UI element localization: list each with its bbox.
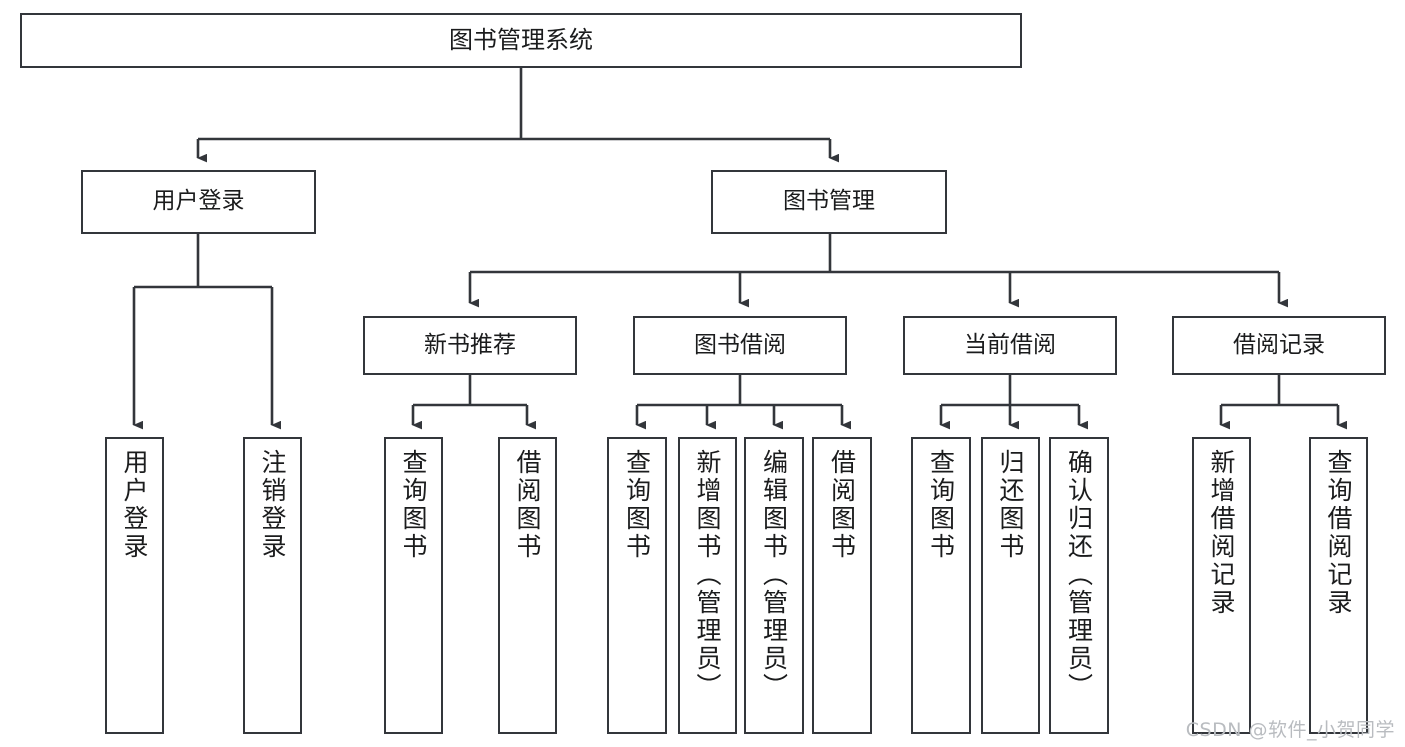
node-label: 确认归还（管理员）	[1064, 449, 1094, 701]
node-label: 用户登录	[152, 188, 245, 215]
leaf-book-borrow-edit-book-admin[interactable]: 编辑图书（管理员）	[744, 437, 804, 734]
leaf-user-login-logout[interactable]: 注销登录	[243, 437, 302, 734]
node-label: 借阅图书	[827, 449, 857, 561]
node-label: 新增借阅记录	[1207, 449, 1236, 617]
node-label: 借阅图书	[513, 449, 542, 561]
leaf-borrow-record-query-record[interactable]: 查询借阅记录	[1309, 437, 1368, 734]
leaf-user-login-login[interactable]: 用户登录	[105, 437, 164, 734]
node-label: 新书推荐	[424, 331, 516, 358]
node-book-management[interactable]: 图书管理	[711, 170, 947, 234]
node-label: 注销登录	[258, 449, 287, 561]
node-root-book-management-system[interactable]: 图书管理系统	[20, 13, 1022, 68]
node-label: 借阅记录	[1233, 331, 1325, 358]
node-label: 新增图书（管理员）	[693, 449, 722, 701]
node-label: 编辑图书（管理员）	[759, 449, 789, 701]
node-label: 当前借阅	[964, 331, 1056, 358]
node-label: 用户登录	[120, 449, 149, 561]
leaf-borrow-record-add-record[interactable]: 新增借阅记录	[1192, 437, 1251, 734]
node-user-login[interactable]: 用户登录	[81, 170, 316, 234]
leaf-book-borrow-query-book[interactable]: 查询图书	[607, 437, 667, 734]
node-label: 图书管理系统	[449, 26, 593, 55]
leaf-book-borrow-add-book-admin[interactable]: 新增图书（管理员）	[678, 437, 737, 734]
leaf-current-borrow-return-book[interactable]: 归还图书	[981, 437, 1040, 734]
node-label: 查询图书	[926, 449, 956, 561]
node-label: 图书管理	[783, 188, 875, 215]
leaf-new-book-query-book[interactable]: 查询图书	[384, 437, 443, 734]
node-label: 查询图书	[622, 449, 652, 561]
node-label: 查询图书	[399, 449, 428, 561]
node-current-borrow[interactable]: 当前借阅	[903, 316, 1117, 375]
leaf-current-borrow-query-book[interactable]: 查询图书	[911, 437, 971, 734]
node-book-borrow[interactable]: 图书借阅	[633, 316, 847, 375]
node-label: 查询借阅记录	[1324, 449, 1353, 617]
node-label: 归还图书	[996, 449, 1025, 561]
node-label: 图书借阅	[694, 331, 786, 358]
watermark-text: CSDN @软件_小贺同学	[1185, 719, 1395, 741]
leaf-book-borrow-borrow-book[interactable]: 借阅图书	[812, 437, 872, 734]
node-new-book-recommend[interactable]: 新书推荐	[363, 316, 577, 375]
node-borrow-record[interactable]: 借阅记录	[1172, 316, 1386, 375]
leaf-new-book-borrow-book[interactable]: 借阅图书	[498, 437, 557, 734]
leaf-current-borrow-confirm-return-admin[interactable]: 确认归还（管理员）	[1049, 437, 1109, 734]
